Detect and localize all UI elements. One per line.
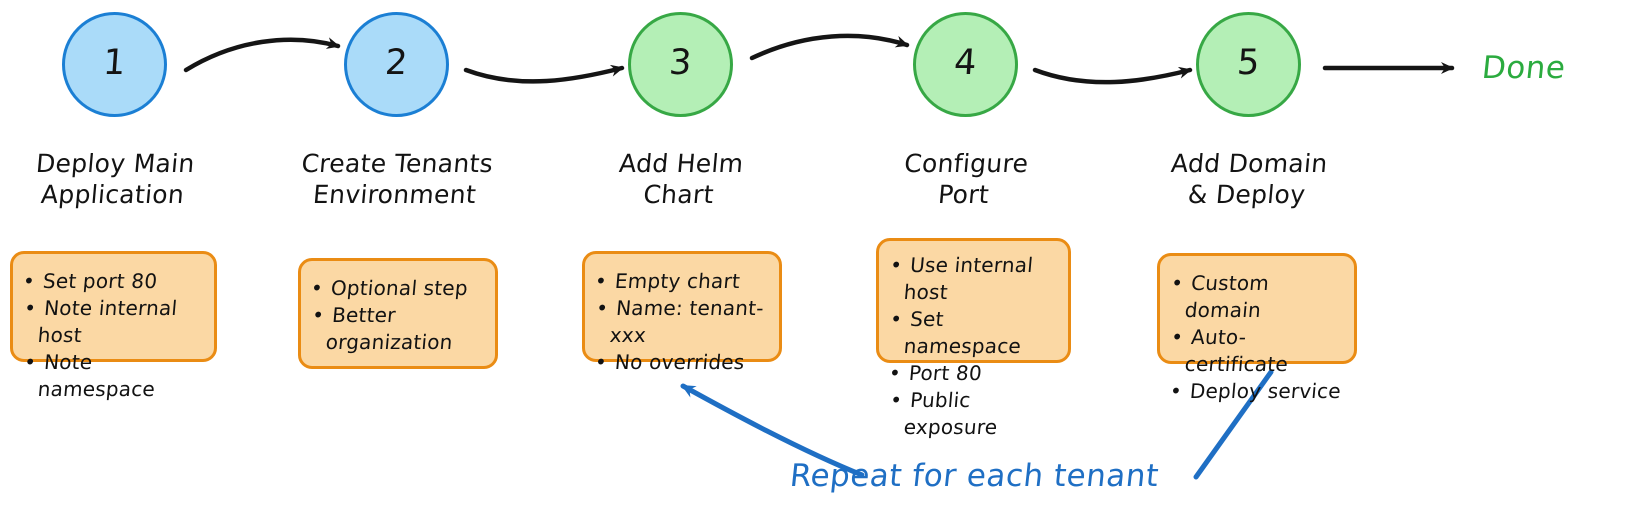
done-label: Done [1480,50,1568,86]
note-item: Use internal host [887,252,1059,306]
step-caption-1: Deploy Main Application [34,149,196,209]
step-circle-3[interactable]: 3 [628,12,733,117]
note-item: Note internal host [21,295,205,349]
note-item: Deploy service [1169,378,1343,405]
note-item: Optional step [310,275,484,302]
step-caption-2: Create Tenants Environment [300,149,495,209]
note-item: Auto-certificate [1168,324,1345,378]
step-number-5: 5 [1236,43,1262,83]
note-box-3: Empty chart Name: tenant-xxx No override… [582,251,782,374]
edge-4-to-5 [1032,66,1193,85]
note-list-2: Optional step Better organization [311,275,483,356]
step-number-3: 3 [668,43,694,83]
note-item: No overrides [594,349,768,376]
step-circle-1[interactable]: 1 [62,12,167,117]
note-item: Port 80 [888,360,1057,387]
note-item: Custom domain [1168,270,1345,324]
note-box-4: Use internal host Set namespace Port 80 … [876,238,1071,439]
step-number-2: 2 [384,43,410,83]
note-box-5: Custom domain Auto-certificate Deploy se… [1157,253,1357,403]
note-box-1: Set port 80 Note internal host Note name… [10,251,217,401]
note-item: Public exposure [887,387,1059,441]
edge-3-to-4 [749,33,910,61]
edge-1-to-2 [183,37,341,73]
note-item: Note namespace [21,349,205,403]
note-item: Empty chart [594,268,768,295]
note-item: Set namespace [887,306,1059,360]
step-caption-5: Add Domain & Deploy [1169,149,1329,209]
step-caption-3: Add Helm Chart [617,149,745,209]
step-number-1: 1 [102,43,128,83]
step-circle-4[interactable]: 4 [913,12,1018,117]
step-number-4: 4 [953,43,979,83]
step-circle-5[interactable]: 5 [1196,12,1301,117]
step-caption-4: Configure Port [903,149,1030,209]
note-list-4: Use internal host Set namespace Port 80 … [889,252,1056,441]
note-list-3: Empty chart Name: tenant-xxx No override… [595,268,767,376]
step-circle-2[interactable]: 2 [344,12,449,117]
note-list-1: Set port 80 Note internal host Note name… [23,268,202,403]
note-box-2: Optional step Better organization [298,258,498,369]
edge-2-to-3 [463,64,625,84]
note-list-5: Custom domain Auto-certificate Deploy se… [1170,270,1342,405]
note-item: Set port 80 [22,268,203,295]
note-item: Name: tenant-xxx [593,295,770,349]
repeat-loop-label: Repeat for each tenant [788,458,1161,494]
note-item: Better organization [309,302,486,356]
